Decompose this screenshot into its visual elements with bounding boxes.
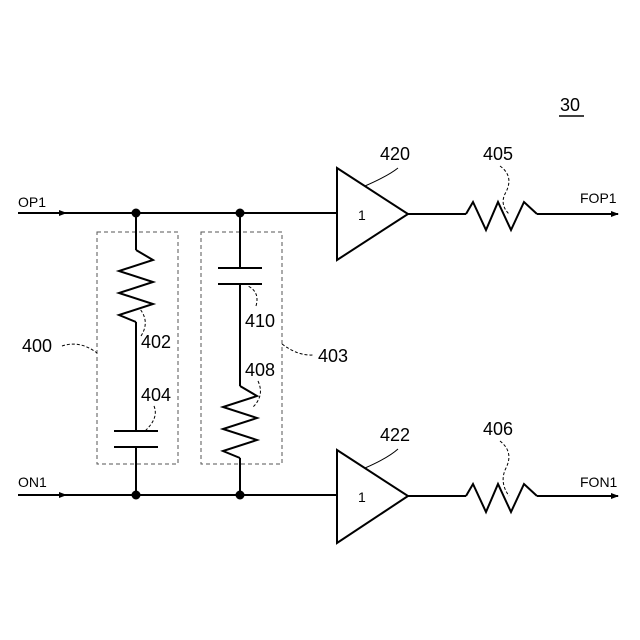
resistor-ref-406: 406: [483, 419, 513, 439]
resistor-405: [466, 202, 537, 230]
input-label-on1: ON1: [18, 474, 47, 490]
buffer-ref-420: 420: [380, 144, 410, 164]
resistor-ref-408: 408: [245, 360, 275, 380]
buffer-420: [337, 168, 408, 260]
group-ref-400: 400: [22, 336, 52, 356]
capacitor-ref-410: 410: [245, 311, 275, 331]
resistor-402: [119, 250, 153, 322]
leader-400: [62, 344, 97, 353]
resistor-ref-405: 405: [483, 144, 513, 164]
leader-420: [365, 168, 398, 186]
output-label-fop1: FOP1: [580, 190, 617, 206]
resistor-ref-402: 402: [141, 332, 171, 352]
group-box-403: [201, 232, 282, 464]
buffer-ref-422: 422: [380, 425, 410, 445]
buffer-gain-top: 1: [358, 207, 366, 223]
resistor-408: [223, 386, 257, 458]
input-label-op1: OP1: [18, 194, 46, 210]
figure-ref: 30: [560, 95, 580, 115]
leader-406: [500, 441, 509, 496]
leader-404: [145, 406, 155, 431]
buffer-422: [337, 450, 408, 543]
resistor-406: [466, 484, 537, 512]
leader-422: [365, 449, 398, 468]
leader-405: [500, 166, 509, 214]
group-ref-403: 403: [318, 346, 348, 366]
leader-410: [248, 286, 257, 306]
output-label-fon1: FON1: [580, 474, 618, 490]
buffer-gain-bottom: 1: [358, 489, 366, 505]
leader-403: [282, 344, 313, 355]
capacitor-ref-404: 404: [141, 385, 171, 405]
